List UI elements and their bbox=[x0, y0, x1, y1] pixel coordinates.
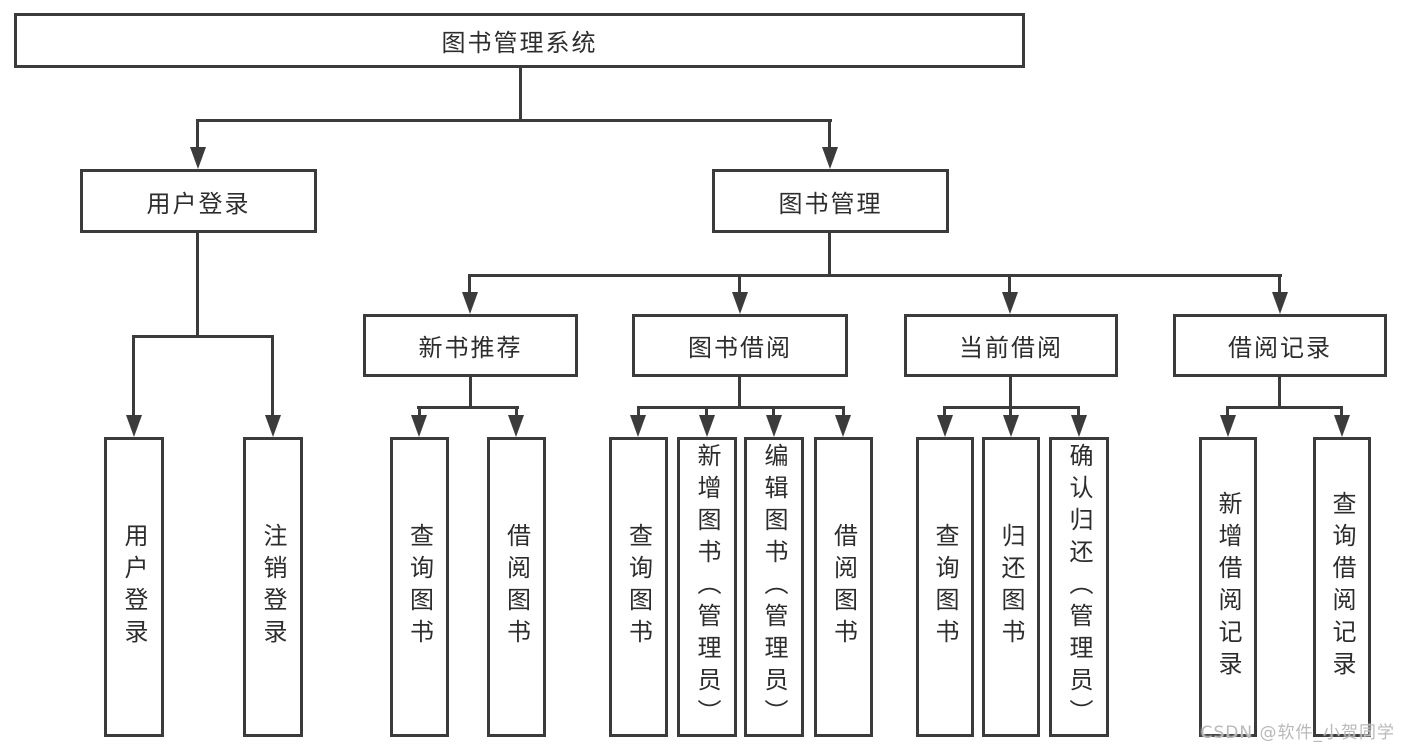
connector-book-mgmt-drop bbox=[828, 119, 831, 149]
node-label-new-book-recommend: 新书推荐 bbox=[418, 334, 523, 362]
leaf-label-rec-query-record: 查询借阅记录 bbox=[1328, 491, 1356, 683]
leaf-label-nb-query-books: 查询图书 bbox=[405, 523, 434, 651]
connector-rec-child1-drop bbox=[1226, 406, 1229, 415]
arrowhead-bw-child1 bbox=[630, 415, 646, 437]
csdn-watermark: CSDN @软件_小贺同学 bbox=[1200, 723, 1395, 743]
node-book-management: 图书管理 bbox=[712, 169, 949, 233]
leaf-bw-borrow-books: 借阅图书 bbox=[814, 437, 873, 737]
connector-cur-child1-drop bbox=[943, 406, 946, 415]
connector-current-drop bbox=[1008, 274, 1011, 292]
connector-rec-stem bbox=[1278, 377, 1281, 406]
node-new-book-recommend: 新书推荐 bbox=[363, 314, 578, 377]
connector-bw-stem bbox=[738, 377, 741, 406]
connector-nb-rail bbox=[417, 406, 519, 409]
leaf-bw-edit-books-admin: 编辑图书（管理员） bbox=[744, 437, 804, 737]
connector-nb-child2-drop bbox=[515, 406, 518, 415]
leaf-rec-query-record: 查询借阅记录 bbox=[1313, 437, 1371, 737]
leaf-label-rec-add-record: 新增借阅记录 bbox=[1214, 491, 1242, 683]
arrowhead-new-books bbox=[462, 292, 478, 314]
node-label-book-borrowing: 图书借阅 bbox=[688, 334, 792, 362]
leaf-cur-query-books: 查询图书 bbox=[916, 437, 974, 737]
arrowhead-borrow bbox=[732, 292, 748, 314]
leaf-cur-return-books: 归还图书 bbox=[982, 437, 1040, 737]
node-current-borrowing: 当前借阅 bbox=[904, 314, 1118, 377]
node-label-root: 图书管理系统 bbox=[441, 29, 598, 57]
connector-new-books-drop bbox=[468, 274, 471, 292]
arrowhead-user-child1 bbox=[126, 415, 142, 437]
connector-cur-child2-drop bbox=[1009, 406, 1012, 415]
leaf-logout: 注销登录 bbox=[243, 437, 303, 737]
connector-level1-rail bbox=[197, 119, 832, 122]
node-user-login: 用户登录 bbox=[80, 169, 317, 233]
leaf-label-bw-edit-books-admin: 编辑图书（管理员） bbox=[760, 443, 788, 731]
arrowhead-user-login bbox=[190, 147, 206, 169]
leaf-label-logout: 注销登录 bbox=[259, 523, 287, 651]
arrowhead-current bbox=[1002, 292, 1018, 314]
leaf-label-cur-return-books: 归还图书 bbox=[997, 523, 1025, 651]
connector-rec-child2-drop bbox=[1340, 406, 1343, 415]
connector-bw-rail bbox=[637, 406, 845, 409]
arrowhead-nb-child2 bbox=[508, 415, 524, 437]
arrowhead-bw-child2 bbox=[699, 415, 715, 437]
node-label-book-management: 图书管理 bbox=[778, 189, 883, 218]
leaf-label-bw-borrow-books: 借阅图书 bbox=[829, 523, 858, 651]
leaf-label-nb-borrow-books: 借阅图书 bbox=[502, 523, 531, 651]
connector-bw-child2-drop bbox=[705, 406, 708, 415]
arrowhead-nb-child1 bbox=[411, 415, 427, 437]
leaf-cur-confirm-return-admin: 确认归还（管理员） bbox=[1049, 437, 1109, 737]
connector-bw-child3-drop bbox=[772, 406, 775, 415]
connector-cur-stem bbox=[1009, 377, 1012, 406]
leaf-bw-query-books: 查询图书 bbox=[609, 437, 668, 737]
connector-mgmt-stem bbox=[828, 233, 831, 274]
arrowhead-cur-child1 bbox=[937, 415, 953, 437]
leaf-user-login: 用户登录 bbox=[104, 437, 164, 737]
node-label-borrowing-records: 借阅记录 bbox=[1228, 334, 1332, 362]
node-label-user-login: 用户登录 bbox=[146, 189, 251, 218]
arrowhead-rec-child2 bbox=[1334, 415, 1350, 437]
connector-user-child1-drop bbox=[132, 335, 135, 415]
connector-user-stem bbox=[196, 233, 199, 335]
node-label-current-borrowing: 当前借阅 bbox=[959, 334, 1063, 362]
arrowhead-rec-child1 bbox=[1220, 415, 1236, 437]
leaf-nb-borrow-books: 借阅图书 bbox=[487, 437, 546, 737]
connector-borrow-drop bbox=[738, 274, 741, 292]
arrowhead-cur-child2 bbox=[1003, 415, 1019, 437]
node-borrowing-records: 借阅记录 bbox=[1173, 314, 1387, 377]
arrowhead-bw-child4 bbox=[835, 415, 851, 437]
arrowhead-cur-child3 bbox=[1071, 415, 1087, 437]
connector-bw-child1-drop bbox=[637, 406, 640, 415]
connector-bw-child4-drop bbox=[842, 406, 845, 415]
node-book-borrowing: 图书借阅 bbox=[632, 314, 848, 377]
arrowhead-user-child2 bbox=[265, 415, 281, 437]
connector-records-drop bbox=[1278, 274, 1281, 292]
leaf-nb-query-books: 查询图书 bbox=[390, 437, 449, 737]
connector-user-login-drop bbox=[196, 119, 199, 149]
connector-cur-child3-drop bbox=[1077, 406, 1080, 415]
connector-root-stem bbox=[519, 68, 522, 119]
leaf-bw-add-books-admin: 新增图书（管理员） bbox=[677, 437, 737, 737]
connector-nb-stem bbox=[469, 377, 472, 406]
leaf-label-cur-query-books: 查询图书 bbox=[931, 523, 959, 651]
connector-nb-child1-drop bbox=[418, 406, 421, 415]
arrowhead-records bbox=[1272, 292, 1288, 314]
connector-rec-rail bbox=[1226, 406, 1343, 409]
leaf-label-bw-query-books: 查询图书 bbox=[624, 523, 653, 651]
leaf-rec-add-record: 新增借阅记录 bbox=[1199, 437, 1257, 737]
node-library-management-system: 图书管理系统 bbox=[14, 13, 1025, 68]
arrowhead-book-mgmt bbox=[822, 147, 838, 169]
leaf-label-user-login: 用户登录 bbox=[120, 523, 148, 651]
arrowhead-bw-child3 bbox=[766, 415, 782, 437]
leaf-label-bw-add-books-admin: 新增图书（管理员） bbox=[693, 443, 721, 731]
connector-user-child2-drop bbox=[271, 335, 274, 415]
connector-mgmt-rail bbox=[468, 274, 1282, 277]
connector-user-rail bbox=[132, 335, 274, 338]
leaf-label-cur-confirm-return-admin: 确认归还（管理员） bbox=[1065, 443, 1093, 731]
